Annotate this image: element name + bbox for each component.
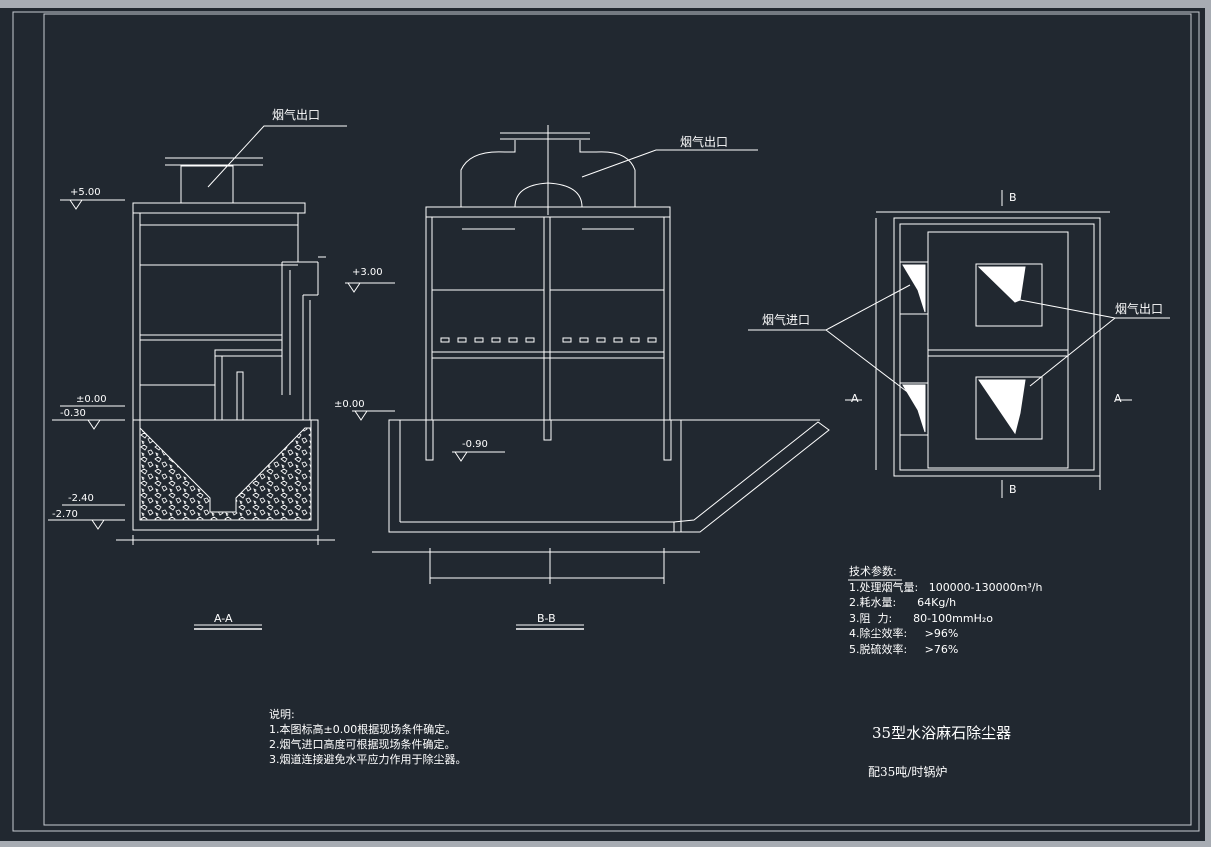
tech-row: 1.处理烟气量: 100000-130000m³/h: [849, 580, 1043, 594]
section-bb-spray-nozzles: [440, 337, 657, 343]
drawing-subtitle: 配35吨/时锅炉: [868, 765, 948, 779]
section-mark-a-left: A: [851, 392, 859, 405]
plan-outlet-label: 烟气出口: [1115, 302, 1164, 316]
plan-inlet-label: 烟气进口: [762, 313, 811, 327]
aa-level-m030: -0.30: [60, 408, 86, 419]
tech-row: 2.耗水量: 64Kg/h: [849, 596, 957, 609]
window-bottom-bar: [0, 841, 1211, 847]
tech-row: 4.除尘效率: >96%: [849, 627, 959, 640]
tech-params-block: 技术参数: 1.处理烟气量: 100000-130000m³/h 2.耗水量: …: [849, 564, 1042, 657]
drawing-frame-outer: [12, 11, 1200, 832]
notes-heading: 说明:: [269, 708, 295, 721]
window-top-bar: [0, 0, 1211, 8]
section-aa-title: A-A: [214, 612, 233, 625]
plan-view-leaders: [748, 284, 1170, 401]
section-mark-b-bottom: B: [1009, 483, 1017, 496]
plan-view-hoppers: [902, 264, 1026, 435]
section-bb-drawing: [372, 125, 830, 584]
section-bb-level-marks: [345, 282, 505, 462]
section-aa-gravel: [139, 426, 312, 521]
notes-item: 2.烟气进口高度可根据现场条件确定。: [269, 738, 456, 751]
drawing-title: 35型水浴麻石除尘器: [872, 724, 1012, 742]
aa-level-zero: ±0.00: [76, 394, 107, 405]
aa-level-m240: -2.40: [68, 493, 94, 504]
tech-row: 3.阻 力: 80-100mmH₂o: [849, 611, 993, 625]
bb-outlet-label: 烟气出口: [680, 135, 729, 149]
bb-level-m090: -0.90: [462, 439, 488, 450]
section-mark-a-right: A: [1114, 392, 1122, 405]
section-mark-b-top: B: [1009, 191, 1017, 204]
bb-level-plus300: +3.00: [352, 267, 383, 278]
bb-level-zero: ±0.00: [334, 399, 365, 410]
section-aa-outlet-leader: [207, 125, 347, 188]
notes-item: 1.本图标高±0.00根据现场条件确定。: [269, 723, 457, 736]
drawing-frame-inner: [43, 13, 1192, 826]
aa-level-m270: -2.70: [52, 509, 78, 520]
section-bb-outlet-leader: [581, 149, 758, 178]
notes-block: 说明: 1.本图标高±0.00根据现场条件确定。 2.烟气进口高度可根据现场条件…: [269, 707, 467, 767]
tech-heading: 技术参数:: [849, 565, 897, 578]
section-aa-level-marks: [48, 199, 125, 530]
aa-outlet-label: 烟气出口: [272, 108, 321, 122]
plan-view-drawing: [845, 190, 1132, 498]
window-right-bar: [1205, 0, 1211, 847]
notes-item: 3.烟道连接避免水平应力作用于除尘器。: [269, 753, 467, 766]
section-bb-title: B-B: [537, 612, 556, 625]
section-aa-drawing: [116, 157, 335, 545]
tech-row: 5.脱硫效率: >76%: [849, 642, 959, 656]
aa-level-plus500: +5.00: [70, 187, 101, 198]
